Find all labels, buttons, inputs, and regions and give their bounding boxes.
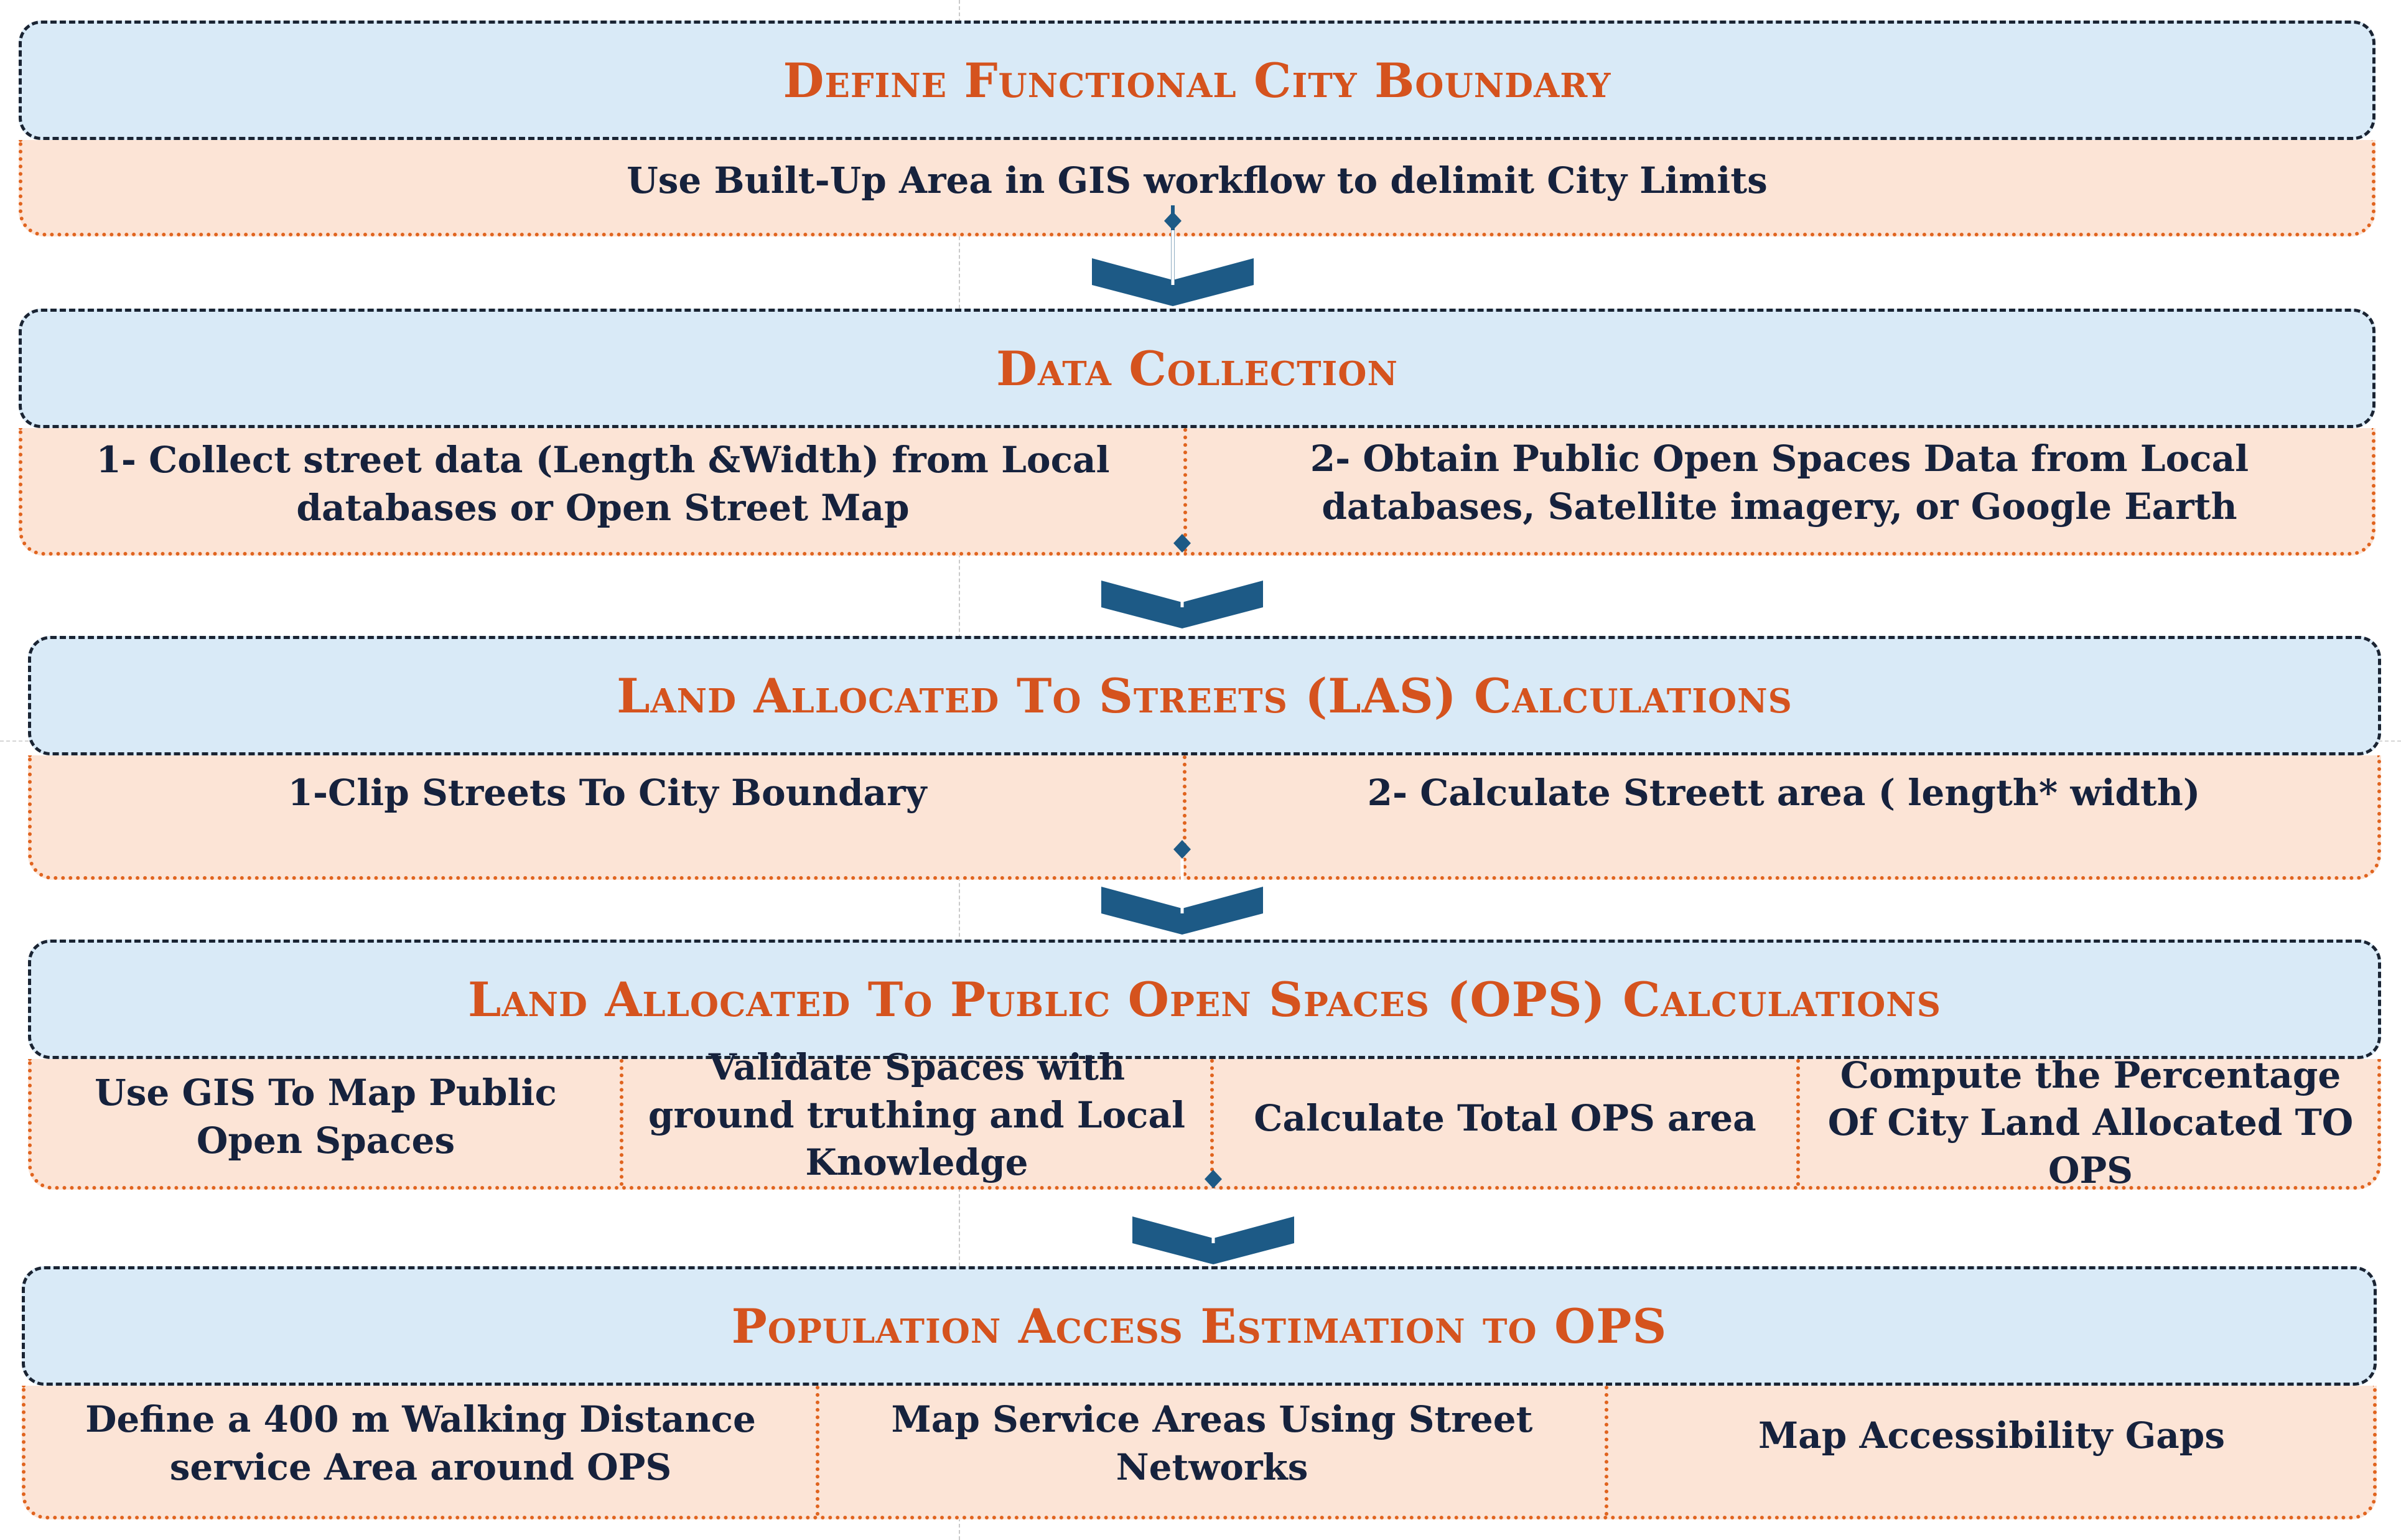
stage-5-item-1: Define a 400 m Walking Distance service … xyxy=(85,1398,756,1488)
stage-5-item-3: Map Accessibility Gaps xyxy=(1758,1414,2226,1457)
stage-3-divider xyxy=(1183,755,1187,876)
stage-4-item-1: Use GIS To Map Public Open Spaces xyxy=(95,1071,557,1162)
arrow-down-icon-3 xyxy=(1101,840,1263,935)
stage-2-divider xyxy=(1183,428,1187,552)
arrow-down-icon-1 xyxy=(1092,205,1254,306)
stage-3-title: Land Allocated To Streets (LAS) Calculat… xyxy=(617,668,1793,724)
stage-3-item-1: 1-Clip Streets To City Boundary xyxy=(287,771,927,814)
stage-5-title: Population Access Estimation to OPS xyxy=(731,1298,1667,1354)
stage-1-body: Use Built-Up Area in GIS workflow to del… xyxy=(19,140,2375,236)
stage-2-title: Data Collection xyxy=(996,340,1398,396)
stage-4-divider-3 xyxy=(1796,1059,1800,1186)
stage-3-body: 1-Clip Streets To City Boundary 2- Calcu… xyxy=(28,755,2381,880)
stage-5-divider-2 xyxy=(1605,1386,1608,1516)
stage-4-body: Use GIS To Map Public Open Spaces Valida… xyxy=(28,1046,2381,1192)
stage-4-item-2: Validate Spaces with ground truthing and… xyxy=(648,1046,1186,1184)
stage-5-header: Population Access Estimation to OPS xyxy=(22,1266,2377,1386)
stage-4-title: Land Allocated To Public Open Spaces (OP… xyxy=(468,971,1941,1027)
stage-2-item-1: 1- Collect street data (Length &Width) f… xyxy=(96,439,1110,529)
stage-2-item-2: 2- Obtain Public Open Spaces Data from L… xyxy=(1310,437,2249,528)
stage-5-body: Define a 400 m Walking Distance service … xyxy=(22,1386,2377,1519)
stage-4-divider-1 xyxy=(620,1059,623,1186)
stage-2-body: 1- Collect street data (Length &Width) f… xyxy=(19,428,2375,556)
stage-3-item-2: 2- Calculate Streett area ( length* widt… xyxy=(1367,771,2201,814)
stage-2-header: Data Collection xyxy=(19,309,2375,428)
arrow-down-icon-4 xyxy=(1132,1170,1294,1264)
stage-4-item-4: Compute the Percentage Of City Land Allo… xyxy=(1827,1053,2354,1192)
stage-4-header: Land Allocated To Public Open Spaces (OP… xyxy=(28,940,2381,1059)
stage-1-title: Define Functional City Boundary xyxy=(783,52,1611,108)
stage-1-header: Define Functional City Boundary xyxy=(19,21,2375,140)
stage-4-divider-2 xyxy=(1210,1059,1214,1186)
stage-5-divider-1 xyxy=(816,1386,819,1516)
stage-5-item-2: Map Service Areas Using Street Networks xyxy=(891,1398,1533,1488)
stage-3-header: Land Allocated To Streets (LAS) Calculat… xyxy=(28,636,2381,755)
arrow-down-icon-2 xyxy=(1101,534,1263,628)
stage-4-item-3: Calculate Total OPS area xyxy=(1254,1096,1756,1139)
stage-1-item-1: Use Built-Up Area in GIS workflow to del… xyxy=(627,159,1768,202)
